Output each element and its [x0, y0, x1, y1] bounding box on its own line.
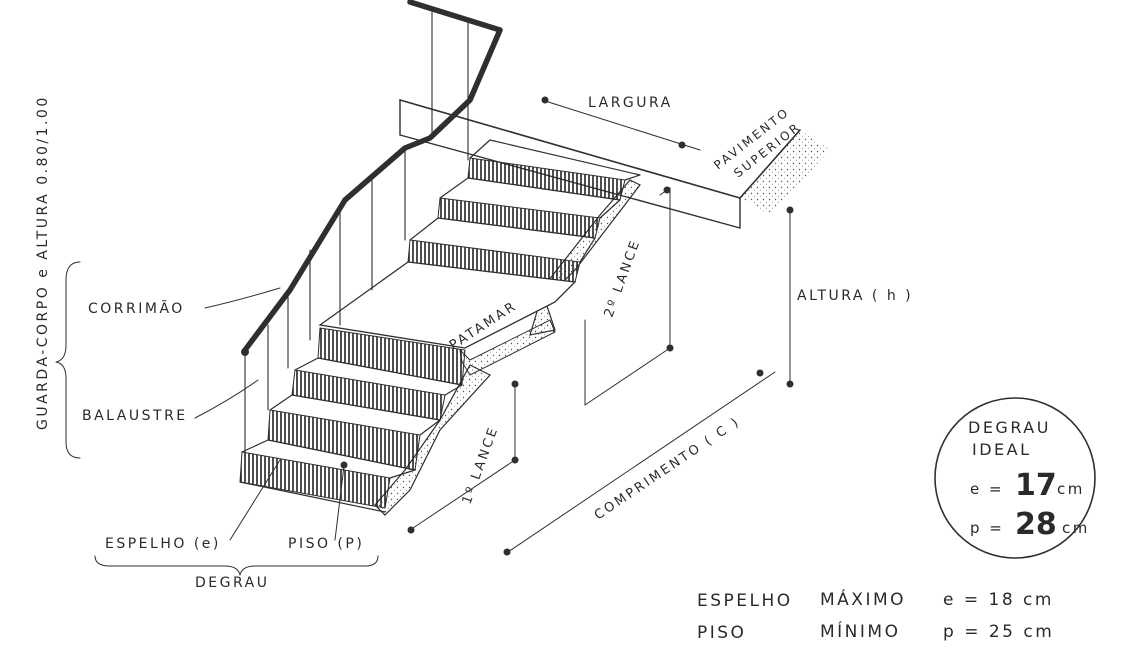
primeiro-lance-label: 1º LANCE [460, 424, 502, 506]
dimension-lines [55, 96, 794, 576]
largura-label: LARGURA [588, 95, 673, 111]
piso-label: PISO (P) [288, 536, 364, 552]
p-prefix: p = [970, 519, 1004, 537]
p-unit: cm [1062, 519, 1090, 537]
altura-label: ALTURA ( h ) [797, 288, 913, 304]
limit-espelho-qualifier: MÁXIMO [820, 588, 906, 610]
staircase [239, 139, 641, 516]
e-ideal-value: 17 [1015, 468, 1057, 503]
corrimao-label: CORRIMÃO [88, 300, 185, 317]
balaustre-label: BALAUSTRE [82, 408, 188, 424]
degrau-ideal-title-line1: DEGRAU [968, 418, 1051, 437]
e-prefix: e = [970, 480, 1004, 498]
segundo-lance-label: 2º LANCE [602, 237, 644, 319]
espelho-label: ESPELHO (e) [105, 536, 221, 552]
p-ideal-value: 28 [1015, 507, 1057, 542]
limits-table: ESPELHO MÁXIMO e = 18 cm PISO MÍNIMO p =… [697, 588, 1054, 643]
e-unit: cm [1057, 480, 1085, 498]
limit-espelho-value: e = 18 cm [943, 590, 1054, 610]
degrau-label: DEGRAU [195, 575, 269, 591]
balusters [244, 11, 469, 453]
limit-piso-qualifier: MÍNIMO [820, 620, 900, 642]
degrau-ideal-title-line2: IDEAL [972, 440, 1032, 459]
limit-piso-name: PISO [697, 623, 746, 643]
limit-piso-value: p = 25 cm [943, 622, 1054, 642]
comprimento-label: COMPRIMENTO ( C ) [592, 414, 744, 523]
guarda-corpo-label: GUARDA-CORPO e ALTURA 0.80/1.00 [35, 95, 51, 430]
limit-espelho-name: ESPELHO [697, 591, 793, 611]
degrau-ideal-badge: DEGRAU IDEAL e = 17 cm p = 28 cm [934, 397, 1096, 559]
